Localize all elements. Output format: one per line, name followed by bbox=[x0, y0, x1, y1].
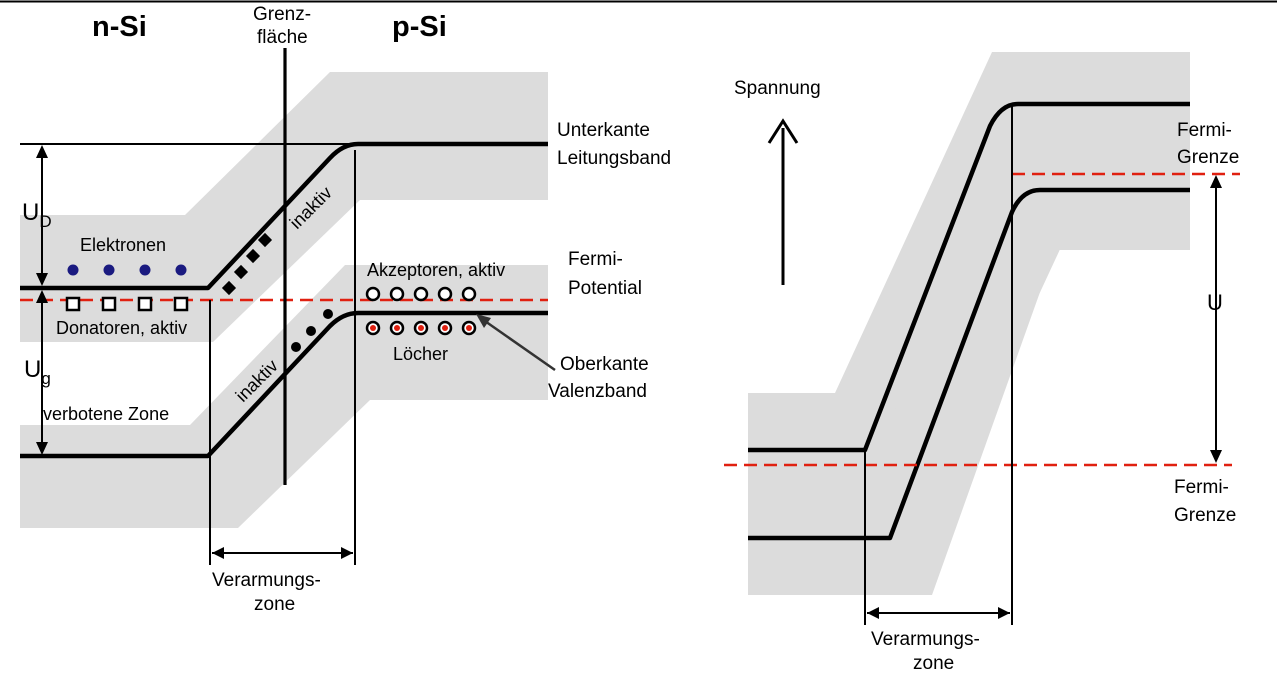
conduction-band-label-line1: Unterkante bbox=[557, 120, 650, 141]
conduction-band-edge bbox=[20, 141, 548, 291]
right-depletion-arrow-left bbox=[867, 607, 879, 619]
p-si-label: p-Si bbox=[392, 11, 447, 43]
electron bbox=[103, 264, 115, 276]
donor bbox=[101, 296, 117, 312]
ud-arrow-top bbox=[36, 145, 48, 158]
valence-band-label-line2: Valenzband bbox=[548, 381, 647, 402]
right-upper-band-edge bbox=[748, 101, 1190, 453]
acceptor bbox=[389, 286, 405, 302]
depletion-label-line1: Verarmungs- bbox=[212, 570, 321, 591]
ug-arrow-bottom bbox=[36, 442, 48, 455]
u-label: U bbox=[1207, 290, 1223, 315]
ug-arrow-top bbox=[36, 290, 48, 303]
inactive-donor bbox=[257, 232, 273, 248]
acceptor bbox=[437, 286, 453, 302]
fermi-label-line1: Fermi- bbox=[568, 249, 623, 270]
acceptors-group bbox=[365, 286, 477, 302]
right-depletion-label-line2: zone bbox=[913, 653, 954, 674]
fermi-upper-label-line2: Grenze bbox=[1177, 147, 1239, 168]
interface-label-line1: Grenz- bbox=[253, 4, 311, 25]
donors-label: Donatoren, aktiv bbox=[56, 318, 187, 338]
electrons-group bbox=[67, 264, 187, 276]
electron bbox=[67, 264, 79, 276]
fermi-label-line2: Potential bbox=[568, 278, 642, 299]
hole bbox=[437, 320, 453, 336]
fermi-upper-label-line1: Fermi- bbox=[1177, 120, 1232, 141]
donors-group bbox=[65, 296, 189, 312]
hole bbox=[389, 320, 405, 336]
conduction-band-label-line2: Leitungsband bbox=[557, 148, 671, 169]
valence-pointer-line bbox=[481, 317, 556, 372]
fermi-lower-label-line2: Grenze bbox=[1174, 505, 1236, 526]
electron bbox=[175, 264, 187, 276]
inactive-acceptor bbox=[291, 342, 301, 352]
acceptors-label: Akzeptoren, aktiv bbox=[367, 260, 505, 280]
acceptor bbox=[365, 286, 381, 302]
inactive-donor bbox=[221, 280, 237, 296]
n-si-label: n-Si bbox=[92, 11, 147, 43]
fermi-lower-label-line1: Fermi- bbox=[1174, 477, 1229, 498]
holes-label: Löcher bbox=[393, 344, 448, 364]
u-arrow-top bbox=[1210, 175, 1222, 188]
inactive-acceptor bbox=[306, 326, 316, 336]
voltage-label: Spannung bbox=[734, 78, 821, 99]
ud-arrow-bottom bbox=[36, 273, 48, 286]
holes-group bbox=[365, 320, 477, 336]
inactive-donor bbox=[233, 264, 249, 280]
hole bbox=[413, 320, 429, 336]
hole bbox=[461, 320, 477, 336]
ug-label: Ug bbox=[24, 356, 51, 388]
valence-pointer-head bbox=[476, 314, 491, 328]
electrons-label: Elektronen bbox=[80, 235, 166, 255]
right-depletion-arrow-right bbox=[998, 607, 1010, 619]
acceptor bbox=[461, 286, 477, 302]
inactive-donor bbox=[245, 248, 261, 264]
right-depletion-label-line1: Verarmungs- bbox=[871, 629, 980, 650]
donor bbox=[137, 296, 153, 312]
right-lower-band-region bbox=[748, 157, 1190, 595]
electron bbox=[139, 264, 151, 276]
inactive-donors-group bbox=[221, 232, 273, 296]
ud-label: UD bbox=[22, 199, 52, 231]
acceptor bbox=[413, 286, 429, 302]
hole bbox=[365, 320, 381, 336]
valence-band-label-line1: Oberkante bbox=[560, 354, 649, 375]
u-arrow-bottom bbox=[1210, 450, 1222, 463]
depletion-arrow-left-head bbox=[212, 547, 224, 559]
valence-band-edge bbox=[20, 310, 548, 459]
inactive-acceptor bbox=[323, 309, 333, 319]
voltage-arrow-head bbox=[767, 118, 799, 144]
depletion-label-line2: zone bbox=[254, 594, 295, 615]
depletion-arrow-right-head bbox=[341, 547, 353, 559]
donor bbox=[173, 296, 189, 312]
interface-label-line2: fläche bbox=[257, 27, 308, 48]
inactive-acceptors-group bbox=[291, 309, 333, 352]
donor bbox=[65, 296, 81, 312]
gap-label: verbotene Zone bbox=[43, 404, 169, 424]
